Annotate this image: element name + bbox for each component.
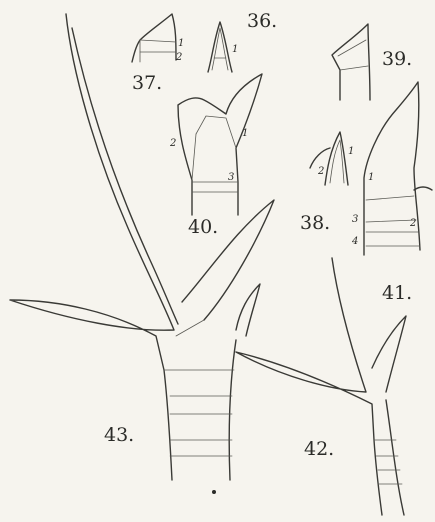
figure-label-42: 42. [304,438,334,460]
figure-39-drawing [332,24,370,100]
figure-label-37: 37. [132,72,162,94]
cell-number-37-2: 2 [176,52,182,63]
figure-38-drawing [310,132,348,185]
cell-number-38-2: 2 [318,166,324,177]
figure-label-36: 36. [247,10,277,32]
figure-41-drawing [364,82,432,255]
cell-number-41-4: 4 [352,236,358,247]
figure-42-drawing [236,258,406,515]
figure-label-43: 43. [104,424,134,446]
cell-number-40-1: 1 [242,128,248,139]
figure-label-38: 38. [300,212,330,234]
figure-37-drawing [132,14,176,62]
cell-number-40-2: 2 [170,138,176,149]
cell-number-37-1: 1 [178,38,184,49]
cell-number-41-3: 3 [352,214,358,225]
figure-label-40: 40. [188,216,218,238]
cell-number-41-2: 2 [410,218,416,229]
cell-number-38-1: 1 [348,146,354,157]
cell-number-41-1: 1 [368,172,374,183]
cell-number-40-3: 3 [228,172,234,183]
cell-number-36-1: 1 [232,44,238,55]
figure-label-39: 39. [382,48,412,70]
figure-36-drawing [208,22,232,72]
figure-label-41: 41. [382,282,412,304]
figure-40-drawing [178,74,262,215]
